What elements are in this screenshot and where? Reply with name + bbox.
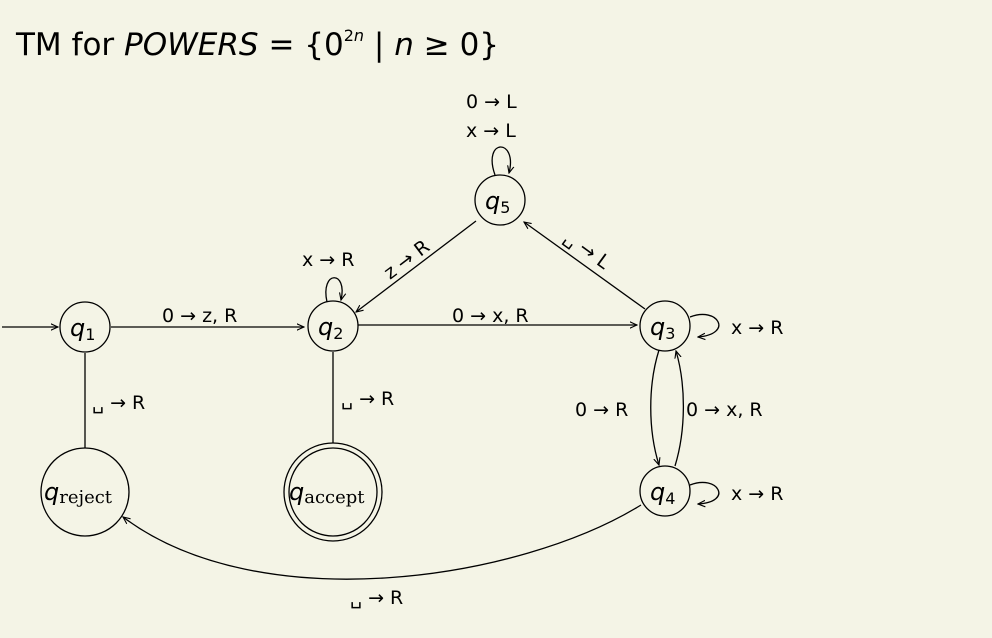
svg-text:qreject: qreject	[44, 478, 113, 508]
loop-q2	[325, 277, 342, 303]
label-q2-qaccept: ␣ → R	[341, 388, 394, 410]
states: q1 q2 q3 q4 q5 qreject qaccept	[40, 174, 691, 542]
state-q3: q3	[639, 300, 691, 352]
state-qaccept: qaccept	[283, 442, 383, 542]
loop-q3	[689, 313, 720, 337]
edge-q4-q3	[674, 351, 684, 467]
state-q2: q2	[307, 300, 359, 352]
title-condition-var: n	[394, 27, 414, 63]
title-separator: |	[373, 27, 385, 63]
label-q1-q2: 0 → z, R	[162, 305, 237, 327]
edge-q4-qreject	[123, 504, 642, 580]
title-exponent-base: 2	[343, 26, 354, 45]
state-q4: q4	[639, 465, 691, 517]
label-q2-loop: x → R	[302, 249, 354, 271]
label-q2-q3: 0 → x, R	[452, 305, 529, 327]
svg-text:q3: q3	[650, 313, 675, 343]
edges	[2, 146, 720, 580]
title-set-open: = {0	[258, 27, 344, 63]
svg-text:q1: q1	[70, 314, 95, 344]
title-exponent-var: n	[353, 26, 365, 45]
label-q4-loop: x → R	[731, 483, 783, 505]
edge-q3-q4	[650, 349, 659, 465]
label-q4-q3: 0 → x, R	[686, 399, 763, 421]
svg-text:q5: q5	[485, 187, 510, 217]
diagram-title: TM for POWERS = {02n | n ≥ 0}	[16, 16, 499, 65]
label-q3-loop: x → R	[731, 317, 783, 339]
state-qreject: qreject	[40, 447, 130, 537]
label-q4-qreject: ␣ → R	[350, 587, 403, 609]
title-language: POWERS	[124, 27, 259, 63]
transition-labels: 0 → z, R 0 → x, R ␣ → R ␣ → R x → R 0 → …	[92, 91, 783, 609]
state-q5: q5	[474, 174, 526, 226]
svg-text:q2: q2	[318, 313, 343, 343]
label-q3-q4: 0 → R	[575, 399, 628, 421]
title-exponent: 2n	[344, 26, 364, 45]
svg-text:q4: q4	[650, 478, 675, 508]
loop-q4	[689, 481, 720, 504]
title-prefix: TM for	[16, 27, 115, 63]
title-set-close: ≥ 0}	[413, 27, 500, 63]
label-q5-loop-b: x → L	[466, 120, 516, 142]
label-q5-loop-a: 0 → L	[466, 91, 517, 113]
edge-q3-q5	[524, 222, 646, 310]
label-q1-qreject: ␣ → R	[92, 392, 145, 414]
edge-q5-q2	[356, 220, 477, 312]
state-q1: q1	[59, 301, 111, 353]
loop-q5	[491, 146, 510, 176]
svg-text:qaccept: qaccept	[289, 478, 365, 508]
